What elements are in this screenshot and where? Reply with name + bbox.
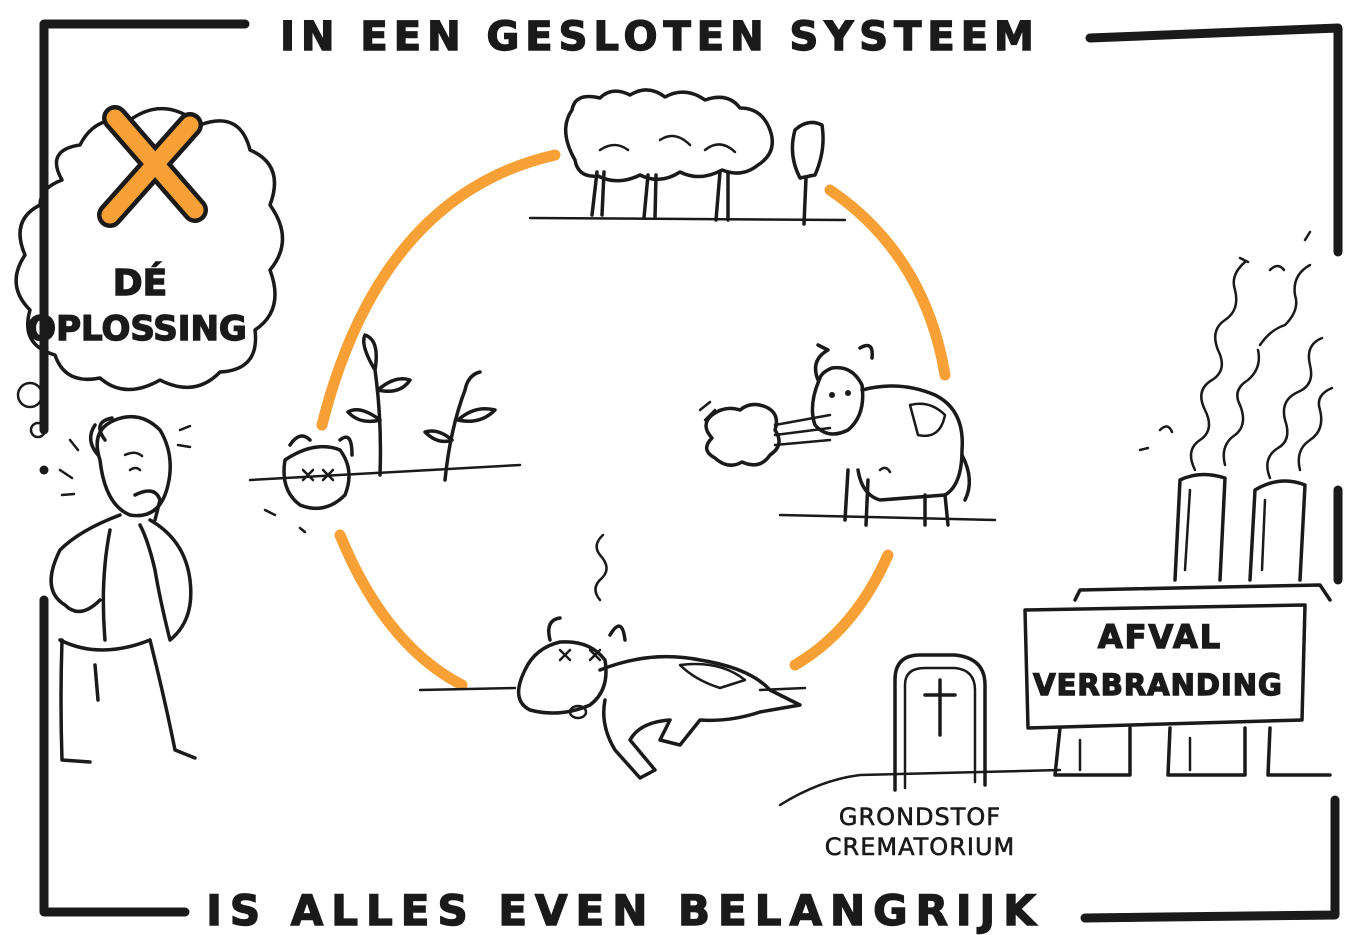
plants-illustration xyxy=(248,333,522,534)
thought-line-1: DÉ xyxy=(113,262,167,304)
title-bottom: IS ALLES EVEN BELANGRIJK xyxy=(206,886,1043,935)
cross-grave-icon xyxy=(923,678,957,737)
smoke xyxy=(1138,230,1334,480)
thought-cloud: DÉ OPLOSSING xyxy=(14,105,285,439)
cycle-arc-top-left xyxy=(316,149,561,431)
frame xyxy=(39,19,1343,923)
thought-line-2: OPLOSSING xyxy=(27,309,247,349)
tombstone-caption-line-1: GRONDSTOF xyxy=(839,803,1001,831)
factory-sign-line-1: AFVAL xyxy=(1098,618,1222,656)
tombstone-caption-line-2: CREMATORIUM xyxy=(825,833,1015,861)
trees-illustration xyxy=(528,88,847,226)
cycle-circle xyxy=(316,149,951,691)
thinking-person xyxy=(49,414,197,764)
cycle-arc-bottom-left xyxy=(334,529,468,691)
cross-icon xyxy=(97,105,208,228)
cycle-arc-bottom-right xyxy=(789,549,894,671)
factory-sign-line-2: VERBRANDING xyxy=(1033,668,1283,702)
dead-cow-illustration xyxy=(418,533,807,780)
cycle-arc-top-right xyxy=(824,184,951,381)
cow-illustration xyxy=(698,343,997,527)
tombstone: GRONDSTOF CREMATORIUM xyxy=(778,653,1062,861)
incinerator-factory: AFVAL VERBRANDING xyxy=(1023,230,1334,777)
title-top: IN EEN GESLOTEN SYSTEEM xyxy=(280,14,1040,60)
